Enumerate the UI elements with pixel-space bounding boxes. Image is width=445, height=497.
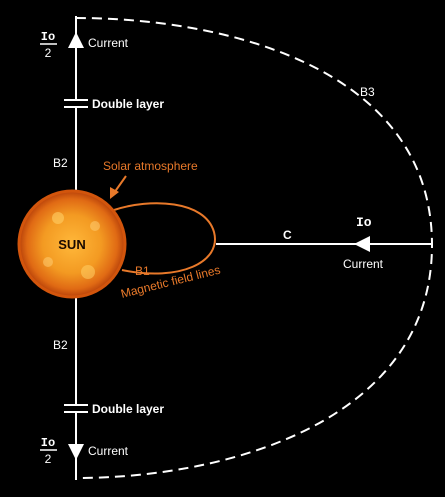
b1-label: B1 bbox=[135, 264, 150, 278]
current-label-top: Current bbox=[88, 36, 129, 50]
sun-granule bbox=[52, 212, 64, 224]
c-label: C bbox=[283, 228, 292, 242]
solar-atmosphere-arrowhead bbox=[110, 187, 119, 199]
sun-disk bbox=[17, 189, 127, 299]
double-layer-top-label: Double layer bbox=[92, 97, 164, 111]
sun-granule bbox=[43, 257, 53, 267]
b2-bottom-label: B2 bbox=[53, 338, 68, 352]
sun-granule bbox=[90, 221, 100, 231]
current-arrow-top bbox=[68, 32, 84, 48]
current-label-right: Current bbox=[343, 257, 384, 271]
io-half-bottom-denominator: 2 bbox=[45, 452, 52, 466]
b3-label: B3 bbox=[360, 85, 375, 99]
io-half-top-denominator: 2 bbox=[45, 46, 52, 60]
double-layer-bottom-mask bbox=[66, 406, 86, 412]
sun-label: SUN bbox=[58, 237, 85, 252]
io-half-bottom-numerator: Io bbox=[41, 436, 55, 450]
io-half-top-numerator: Io bbox=[41, 30, 55, 44]
double-layer-top-mask bbox=[66, 101, 86, 107]
sun-granule bbox=[81, 265, 95, 279]
solar-atmosphere-label: Solar atmosphere bbox=[103, 159, 198, 173]
current-arrow-right bbox=[354, 236, 370, 252]
b2-top-label: B2 bbox=[53, 156, 68, 170]
current-arrow-bottom bbox=[68, 444, 84, 460]
current-label-bottom: Current bbox=[88, 444, 129, 458]
solar-atmosphere-pointer bbox=[113, 175, 127, 194]
double-layer-bottom-label: Double layer bbox=[92, 402, 164, 416]
magnetic-field-loop bbox=[113, 202, 216, 275]
io-label: Io bbox=[356, 215, 372, 230]
